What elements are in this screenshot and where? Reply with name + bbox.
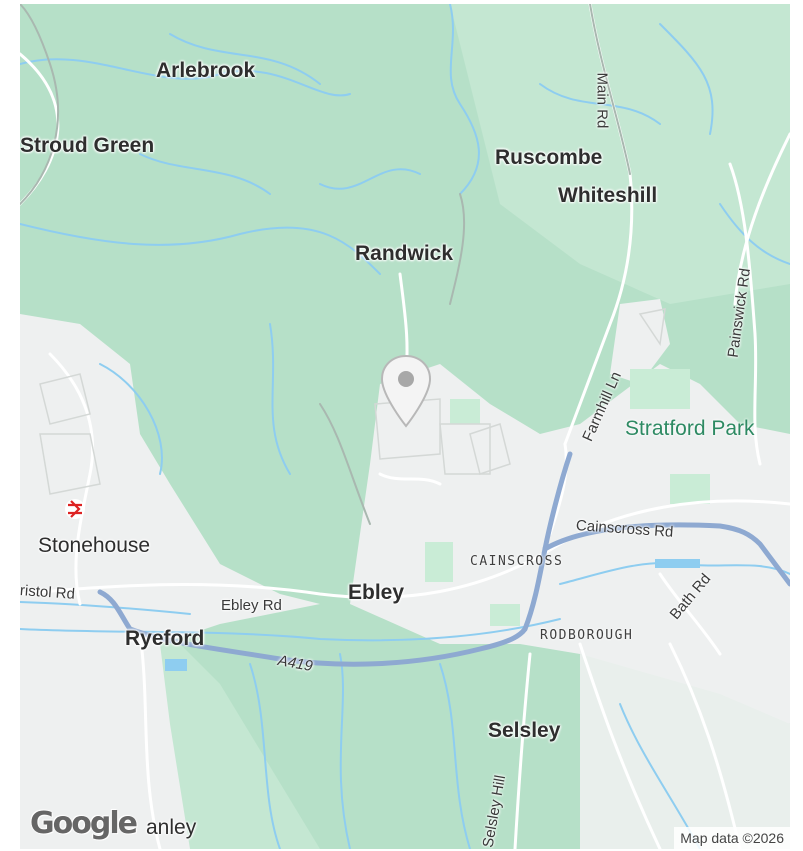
place-label-ebley: Ebley [348,581,405,604]
place-label-arlebrook: Arlebrook [156,59,256,82]
rail-station-icon[interactable] [64,498,86,520]
park-label-stratford-park: Stratford Park [625,417,755,440]
place-label-selsley: Selsley [488,719,561,742]
road-label-ebley-rd: Ebley Rd [221,597,282,614]
place-label-stonehouse: Stonehouse [38,534,151,557]
map-attribution[interactable]: Map data ©2026 [674,827,790,849]
place-label-ryeford: Ryeford [125,627,205,650]
place-label-ruscombe: Ruscombe [495,146,603,169]
place-label-eastington: anley [146,816,197,839]
place-label-stroud-green: Stroud Green [20,134,155,157]
google-logo: Google [30,806,138,841]
map-base-layer [20,4,790,849]
district-label-cainscross: CAINSCROSS [470,554,564,569]
location-pin-icon[interactable] [378,352,434,430]
district-label-rodborough: RODBOROUGH [540,628,634,643]
place-label-randwick: Randwick [355,242,454,265]
place-label-whiteshill: Whiteshill [558,184,658,207]
map-canvas[interactable]: Arlebrook Stroud Green Ruscombe Whiteshi… [20,4,790,849]
road-label-main-rd: Main Rd [593,72,611,129]
